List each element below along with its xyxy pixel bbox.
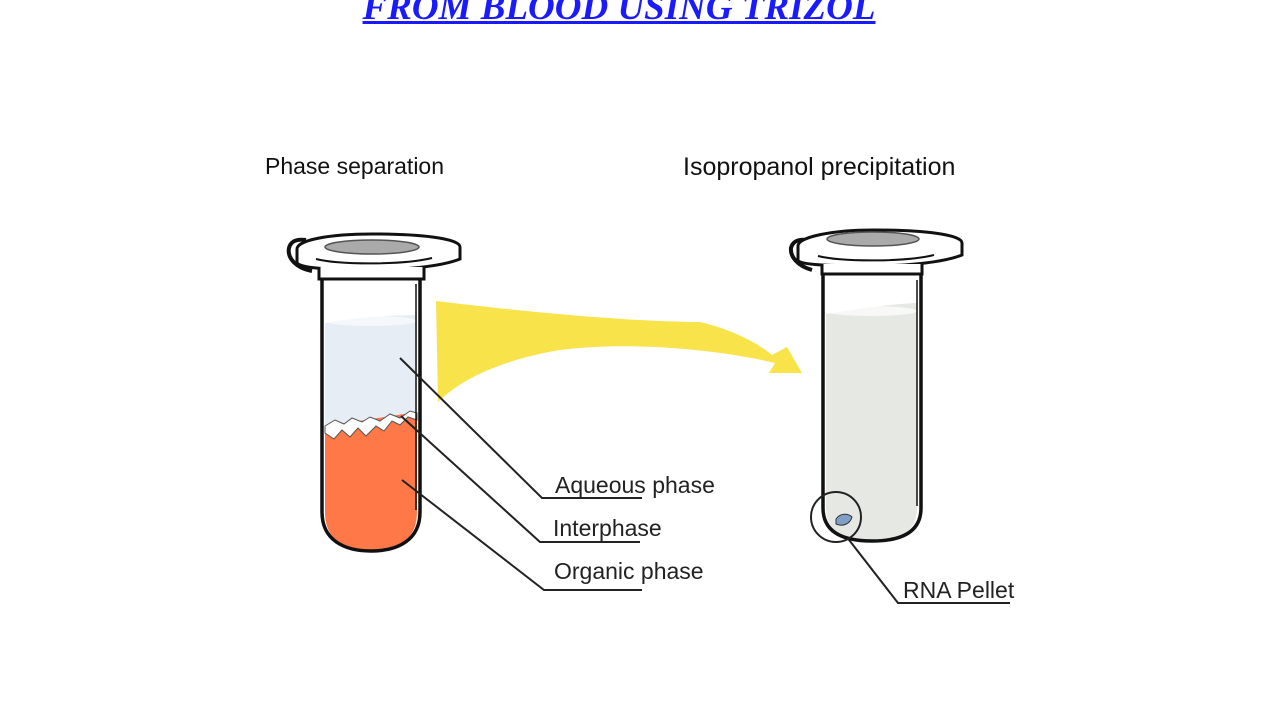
slide-title: FROM BLOOD USING TRIZOL bbox=[362, 0, 876, 28]
precipitation-fluid bbox=[826, 303, 917, 540]
phase-separation-tube bbox=[286, 232, 462, 553]
tube-cap-top bbox=[324, 239, 420, 255]
tube-rim bbox=[317, 267, 426, 281]
label-leader-lines bbox=[399, 357, 1010, 604]
aqueous-phase-layer bbox=[325, 315, 417, 430]
organic-phase-label: Organic phase bbox=[554, 558, 704, 584]
interphase-label: Interphase bbox=[553, 515, 662, 541]
aqueous-phase-label: Aqueous phase bbox=[555, 472, 715, 498]
organic-phase-layer bbox=[325, 412, 417, 550]
tube-cap-hinge bbox=[286, 237, 313, 273]
isopropanol-precipitation-heading: Isopropanol precipitation bbox=[683, 153, 955, 181]
interphase-layer bbox=[324, 410, 418, 440]
rna-pellet bbox=[835, 513, 853, 526]
rna-pellet-label: RNA Pellet bbox=[903, 577, 1015, 603]
pellet-highlight-circle bbox=[810, 491, 862, 543]
phase-separation-heading: Phase separation bbox=[265, 153, 444, 179]
transfer-arrow bbox=[436, 301, 802, 402]
tube-rim bbox=[820, 264, 924, 276]
precipitation-tube bbox=[788, 228, 964, 543]
tube-body bbox=[821, 274, 923, 543]
tube-body bbox=[320, 279, 422, 553]
tube-cap-top bbox=[826, 231, 920, 247]
